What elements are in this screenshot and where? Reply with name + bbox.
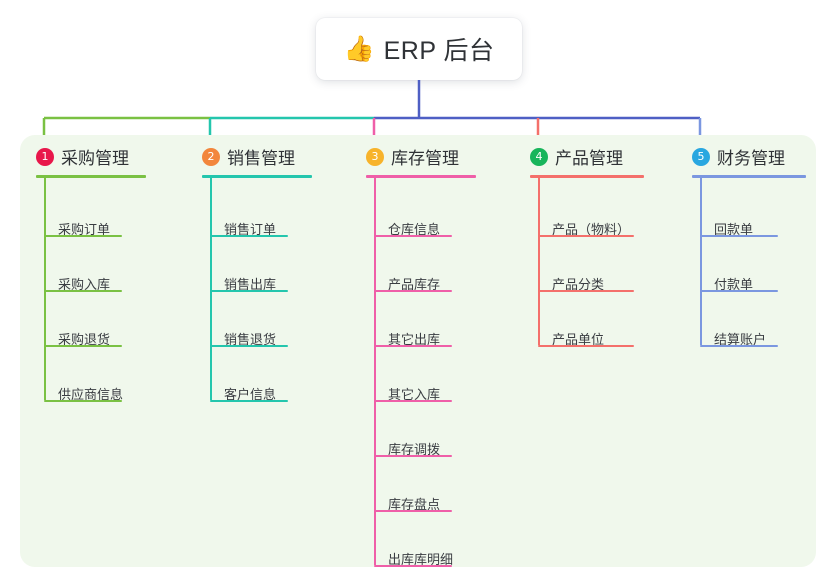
root-node-title: ERP 后台 <box>383 37 495 65</box>
branch-number-badge: 2 <box>202 147 220 166</box>
branch-number-badge: 1 <box>36 147 54 166</box>
leaf-item-rule <box>374 455 452 457</box>
leaf-item-label[interactable]: 其它入库 <box>388 387 441 402</box>
leaf-item-rule <box>538 290 634 292</box>
branch-spine <box>700 175 702 345</box>
leaf-item-rule <box>374 290 452 292</box>
leaf-item-rule <box>44 290 122 292</box>
leaf-item-label[interactable]: 结算账户 <box>714 332 767 347</box>
leaf-item-rule <box>44 400 122 402</box>
leaf-item-label[interactable]: 库存调拨 <box>388 442 441 457</box>
branch-title: 销售管理 <box>227 149 295 168</box>
leaf-item-rule <box>210 400 288 402</box>
leaf-item-label[interactable]: 其它出库 <box>388 332 441 347</box>
leaf-item-rule <box>210 235 288 237</box>
leaf-item-label[interactable]: 产品（物料） <box>552 222 631 237</box>
leaf-item-label[interactable]: 销售订单 <box>224 222 277 237</box>
leaf-item-rule <box>44 235 122 237</box>
branch-number-badge: 4 <box>530 147 548 166</box>
leaf-item-rule <box>700 235 778 237</box>
branch-header-3[interactable]: 3 库存管理 <box>366 144 459 169</box>
leaf-item-label[interactable]: 产品分类 <box>552 277 605 292</box>
branch-header-rule <box>202 175 312 178</box>
leaf-item-label[interactable]: 采购订单 <box>58 222 111 237</box>
leaf-item-rule <box>374 235 452 237</box>
leaf-item-label[interactable]: 出库库明细 <box>388 552 454 567</box>
leaf-item-rule <box>374 400 452 402</box>
leaf-item-rule <box>44 345 122 347</box>
branch-number-badge: 5 <box>692 147 710 166</box>
branch-spine <box>44 175 46 400</box>
branch-header-rule <box>366 175 476 178</box>
leaf-item-rule <box>374 510 452 512</box>
branch-header-5[interactable]: 5 财务管理 <box>692 144 785 169</box>
leaf-item-rule <box>210 345 288 347</box>
leaf-item-rule <box>700 345 778 347</box>
leaf-item-label[interactable]: 产品单位 <box>552 332 605 347</box>
branch-spine <box>210 175 212 400</box>
branches-panel: 1 采购管理采购订单采购入库采购退货供应商信息 2 销售管理销售订单销售出库销售退货客… <box>20 135 816 567</box>
branch-title: 库存管理 <box>391 149 459 168</box>
leaf-item-rule <box>538 345 634 347</box>
branch-title: 产品管理 <box>555 149 623 168</box>
branch-header-rule <box>530 175 644 178</box>
branch-header-rule <box>36 175 146 178</box>
leaf-item-label[interactable]: 销售出库 <box>224 277 277 292</box>
thumbs-up-icon: 👍 <box>343 34 375 63</box>
leaf-item-rule <box>374 345 452 347</box>
leaf-item-label[interactable]: 库存盘点 <box>388 497 441 512</box>
branch-header-2[interactable]: 2 销售管理 <box>202 144 295 169</box>
leaf-item-label[interactable]: 付款单 <box>714 277 754 292</box>
branch-header-1[interactable]: 1 采购管理 <box>36 144 129 169</box>
leaf-item-rule <box>700 290 778 292</box>
leaf-item-label[interactable]: 采购入库 <box>58 277 111 292</box>
leaf-item-label[interactable]: 客户信息 <box>224 387 277 402</box>
branch-header-4[interactable]: 4 产品管理 <box>530 144 623 169</box>
branch-number-badge: 3 <box>366 147 384 166</box>
branch-title: 财务管理 <box>717 149 785 168</box>
leaf-item-label[interactable]: 采购退货 <box>58 332 111 347</box>
leaf-item-label[interactable]: 产品库存 <box>388 277 441 292</box>
leaf-item-label[interactable]: 回款单 <box>714 222 754 237</box>
branch-header-rule <box>692 175 806 178</box>
branch-spine <box>374 175 376 565</box>
leaf-item-rule <box>538 235 634 237</box>
leaf-item-label[interactable]: 仓库信息 <box>388 222 441 237</box>
branch-spine <box>538 175 540 345</box>
leaf-item-rule <box>374 565 452 567</box>
root-node-erp-backend[interactable]: 👍 ERP 后台 <box>316 18 522 80</box>
leaf-item-label[interactable]: 销售退货 <box>224 332 277 347</box>
leaf-item-rule <box>210 290 288 292</box>
leaf-item-label[interactable]: 供应商信息 <box>58 387 124 402</box>
branch-title: 采购管理 <box>61 149 129 168</box>
